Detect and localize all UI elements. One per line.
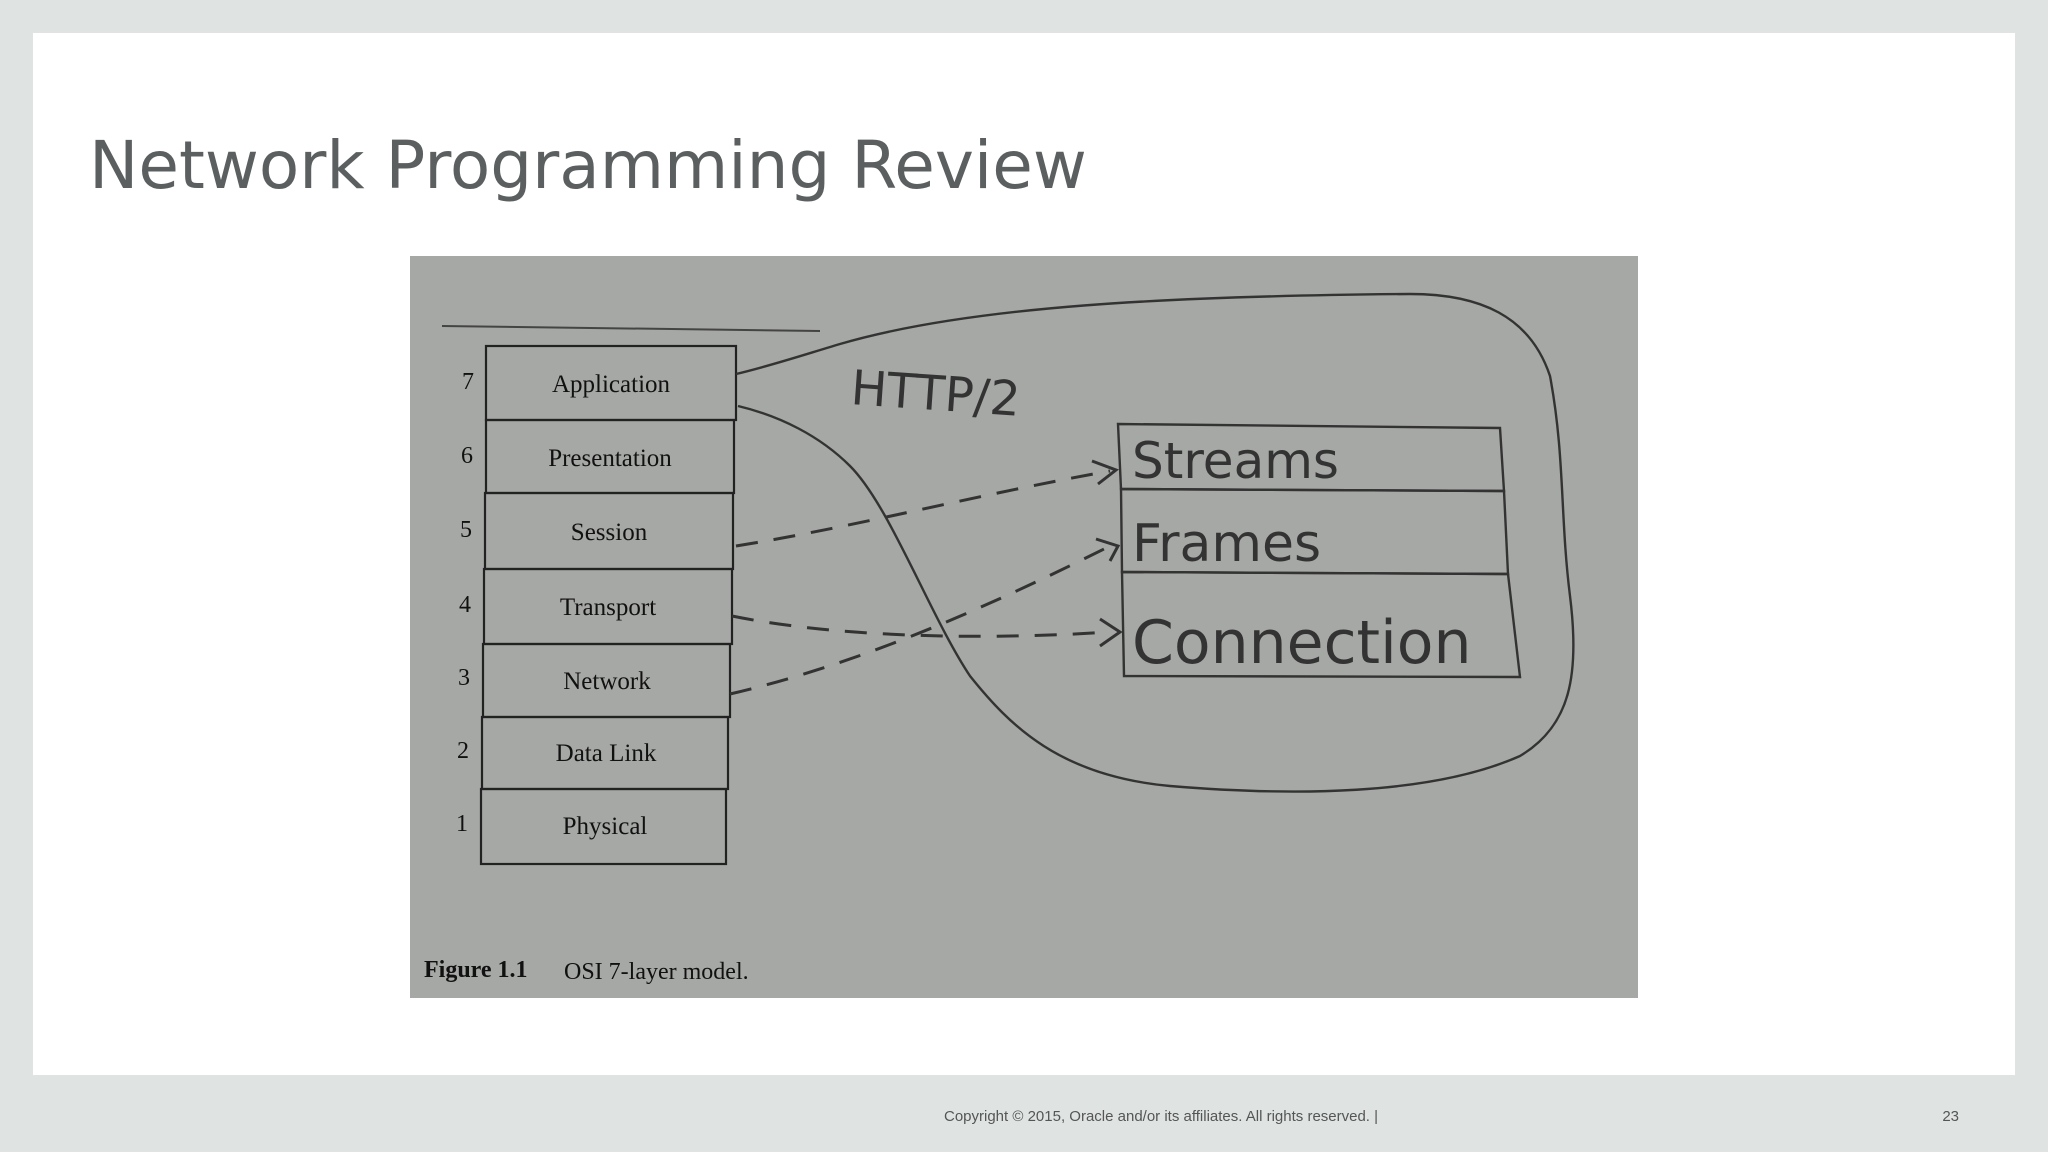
layer-num-7: 7 xyxy=(462,369,474,395)
osi-diagram-photo: 7 6 5 4 3 2 1 Application Presentation S… xyxy=(410,256,1638,998)
layer-name-2: Data Link xyxy=(556,740,657,767)
mapping-arrows xyxy=(729,469,1111,696)
layer-num-5: 5 xyxy=(460,517,472,543)
layer-box-1 xyxy=(479,787,728,866)
page-title: Network Programming Review xyxy=(89,127,1087,204)
layer-num-6: 6 xyxy=(461,443,473,469)
connection-label: Connection xyxy=(1132,608,1472,678)
layer-name-3: Network xyxy=(563,668,651,695)
slide: Network Programming Review 7 6 5 4 3 2 1 xyxy=(33,33,2015,1075)
layer-num-2: 2 xyxy=(457,738,469,764)
arrow-session-to-streams xyxy=(735,469,1111,548)
http2-label: HTTP/2 xyxy=(849,360,1022,428)
arrow-heads xyxy=(1091,459,1123,648)
figure-caption-text: OSI 7-layer model. xyxy=(564,959,749,985)
layer-name-6: Presentation xyxy=(548,445,672,472)
arrow-head-streams xyxy=(1091,459,1120,486)
top-rule xyxy=(441,325,821,332)
figure-caption-label: Figure 1.1 xyxy=(424,957,528,983)
layer-num-1: 1 xyxy=(456,811,468,837)
arrow-head-frames xyxy=(1095,537,1121,562)
http2-stack xyxy=(1116,422,1522,679)
page-number: 23 xyxy=(1942,1108,1959,1125)
layer-name-1: Physical xyxy=(563,813,648,840)
layer-name-4: Transport xyxy=(560,594,656,621)
arrow-head-connection xyxy=(1099,617,1123,648)
osi-stack xyxy=(479,344,738,866)
arrow-network-to-frames xyxy=(729,544,1111,696)
frames-label: Frames xyxy=(1132,514,1321,574)
layer-num-4: 4 xyxy=(459,592,471,618)
arrow-transport-to-connection xyxy=(731,614,1111,638)
osi-diagram: 7 6 5 4 3 2 1 Application Presentation S… xyxy=(424,292,1575,985)
http2-enclosure-loop xyxy=(735,292,1575,793)
copyright-footer: Copyright © 2015, Oracle and/or its affi… xyxy=(944,1108,1379,1125)
layer-name-5: Session xyxy=(571,519,648,546)
layer-name-7: Application xyxy=(552,371,671,398)
connection-box xyxy=(1120,570,1522,679)
layer-num-3: 3 xyxy=(458,665,470,691)
streams-label: Streams xyxy=(1132,432,1339,490)
